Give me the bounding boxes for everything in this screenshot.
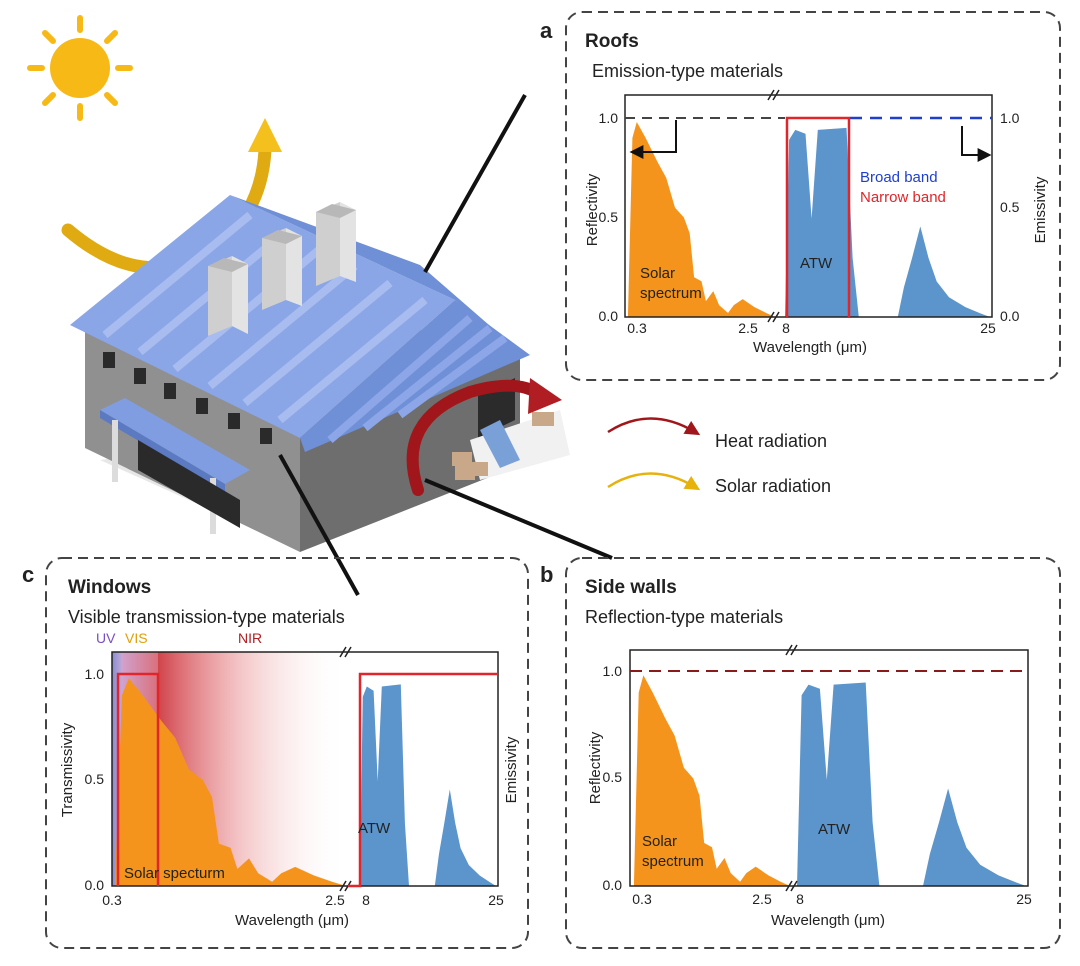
radiation-legend: Heat radiation Solar radiation — [607, 417, 831, 496]
solar-spectrum-label: Solar — [642, 833, 677, 850]
broad-band-label: Broad band — [860, 169, 938, 186]
solar-spectrum-label: Solar specturm — [124, 865, 225, 882]
left-axis-title: Transmissivity — [59, 722, 76, 817]
right-axis-title: Emissivity — [503, 736, 520, 803]
tick-label: 1.0 — [85, 666, 105, 682]
tick-label: 1.0 — [599, 110, 619, 126]
panel-a-subtitle: Emission-type materials — [592, 61, 783, 81]
solar-spectrum-label: spectrum — [640, 285, 702, 302]
panel-b-title: Side walls — [585, 577, 677, 598]
heat-legend-arrow-icon — [607, 417, 701, 436]
heat-radiation-arrow — [406, 378, 562, 496]
factory-building — [70, 195, 570, 552]
tick-label: 8 — [796, 891, 804, 907]
solar-legend-label: Solar radiation — [715, 476, 831, 496]
panel-c-plot — [115, 678, 496, 886]
tick-label: 0.0 — [599, 308, 619, 324]
tick-label: 0.5 — [85, 771, 105, 787]
solar-spectrum-label: spectrum — [642, 853, 704, 870]
panel-a-plot — [628, 122, 990, 318]
tick-label: 2.5 — [752, 891, 772, 907]
right-axis-pointer-icon — [961, 126, 992, 162]
tick-label: 25 — [488, 892, 504, 908]
solar-spectrum-label: Solar — [640, 265, 675, 282]
tick-label: 2.5 — [325, 892, 345, 908]
tick-label: 25 — [1016, 891, 1032, 907]
right-axis-title: Emissivity — [1032, 176, 1049, 243]
panel-letter-c: c — [22, 562, 34, 587]
heat-legend-label: Heat radiation — [715, 431, 827, 451]
tick-label: 1.0 — [603, 663, 623, 679]
tick-label: 0.5 — [603, 769, 623, 785]
panel-c-subtitle: Visible transmission-type materials — [68, 607, 345, 627]
atw-label: ATW — [800, 255, 833, 272]
x-axis-title: Wavelength (μm) — [771, 912, 885, 929]
tick-label: 0.3 — [632, 891, 652, 907]
tick-label: 0.0 — [1000, 308, 1020, 324]
atw-label: ATW — [358, 820, 391, 837]
nir-label: NIR — [238, 630, 262, 646]
sun-icon — [27, 15, 133, 121]
left-axis-pointer-icon — [629, 120, 677, 159]
uv-label: UV — [96, 630, 116, 646]
panel-c-title: Windows — [68, 577, 151, 598]
tick-label: 0.0 — [603, 877, 623, 893]
narrow-band-label: Narrow band — [860, 189, 946, 206]
panel-letter-a: a — [540, 18, 553, 43]
tick-label: 0.5 — [599, 209, 619, 225]
tick-label: 0.0 — [85, 877, 105, 893]
panel-b-plot — [634, 675, 1026, 886]
panel-b-side-walls: b Side walls Reflection-type materials 1… — [540, 557, 1061, 949]
tick-label: 2.5 — [738, 320, 758, 336]
panel-a-roofs: a Roofs Emission-type materials 1.0 0.5 … — [540, 11, 1061, 381]
panel-letter-b: b — [540, 562, 553, 587]
tick-label: 8 — [782, 320, 790, 336]
x-axis-title: Wavelength (μm) — [753, 339, 867, 356]
tick-label: 0.3 — [627, 320, 647, 336]
panel-b-subtitle: Reflection-type materials — [585, 607, 783, 627]
atw-label: ATW — [818, 821, 851, 838]
callout-lines — [278, 94, 613, 596]
panel-c-windows: c Windows Visible transmission-type mate… — [22, 557, 529, 949]
tick-label: 1.0 — [1000, 110, 1020, 126]
panel-a-title: Roofs — [585, 31, 639, 52]
tick-label: 0.3 — [102, 892, 122, 908]
tick-label: 8 — [362, 892, 370, 908]
tick-label: 0.5 — [1000, 199, 1020, 215]
left-axis-title: Reflectivity — [584, 173, 601, 246]
left-axis-title: Reflectivity — [587, 731, 604, 804]
tick-label: 25 — [980, 320, 996, 336]
vis-label: VIS — [125, 630, 148, 646]
solar-legend-arrow-icon — [607, 472, 701, 491]
x-axis-title: Wavelength (μm) — [235, 912, 349, 929]
